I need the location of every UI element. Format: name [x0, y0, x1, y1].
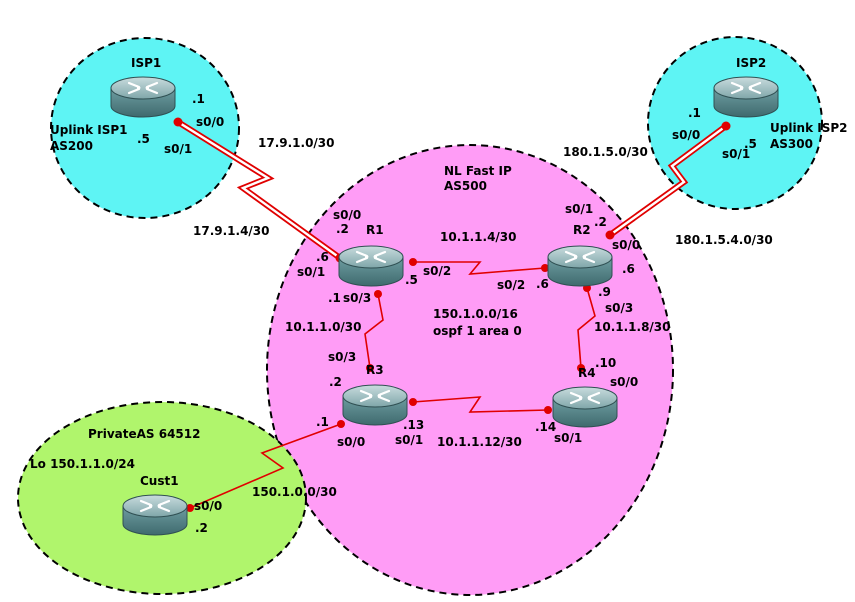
router-r4-label: R4 [578, 366, 596, 380]
router-isp1-icon[interactable] [109, 75, 177, 119]
iface-label: .1 [328, 291, 341, 305]
port-dot [541, 264, 549, 272]
subnet-r2-r4: 10.1.1.8/30 [594, 320, 671, 334]
router-r4-icon[interactable] [551, 385, 619, 429]
link-r3-r4 [412, 396, 549, 413]
iface-label: s0/3 [343, 291, 371, 305]
port-dot [409, 258, 417, 266]
iface-label: .13 [403, 418, 424, 432]
router-isp2-icon[interactable] [712, 75, 780, 119]
router-cust1-label: Cust1 [140, 474, 179, 488]
zone-cust-loopback: Lo 150.1.1.0/24 [30, 457, 135, 471]
iface-label: .2 [594, 215, 607, 229]
subnet-r3-cust1: 150.1.0.0/30 [252, 485, 337, 499]
iface-label: s0/0 [196, 115, 224, 129]
router-r1-label: R1 [366, 223, 384, 237]
router-isp1-label: ISP1 [131, 56, 161, 70]
port-dot [374, 290, 382, 298]
iface-label: .2 [329, 375, 342, 389]
port-dot [544, 406, 552, 414]
iface-label: .6 [536, 277, 549, 291]
iface-label: .1 [316, 415, 329, 429]
router-cust1-icon[interactable] [121, 493, 189, 537]
router-r3-icon[interactable] [341, 383, 409, 427]
iface-label: .2 [336, 222, 349, 236]
port-dot [366, 364, 374, 372]
iface-label: s0/3 [328, 350, 356, 364]
iface-label: s0/1 [722, 147, 750, 161]
iface-label: .5 [744, 137, 757, 151]
iface-label: .10 [595, 356, 616, 370]
iface-label: s0/0 [194, 499, 222, 513]
subnet-isp1-r1-b: 17.9.1.4/30 [193, 224, 270, 238]
router-isp2-label: ISP2 [736, 56, 766, 70]
port-dot [721, 121, 731, 131]
subnet-r1-r3: 10.1.1.0/30 [285, 320, 362, 334]
iface-label: .6 [622, 262, 635, 276]
iface-label: s0/1 [395, 433, 423, 447]
port-dot [605, 230, 615, 240]
subnet-isp2-r2-a: 180.1.5.0/30 [563, 145, 648, 159]
iface-label: s0/0 [610, 375, 638, 389]
zone-core [266, 144, 674, 596]
iface-label: s0/0 [337, 435, 365, 449]
link-isp2-r2-inner [609, 125, 727, 236]
zone-core-ospf: ospf 1 area 0 [433, 324, 522, 338]
zone-isp2 [647, 36, 823, 210]
link-r1-r2 [413, 261, 546, 275]
iface-label: s0/1 [297, 265, 325, 279]
router-r2-label: R2 [573, 223, 591, 237]
iface-label: .6 [316, 250, 329, 264]
port-dot [337, 420, 345, 428]
router-r1-icon[interactable] [337, 244, 405, 288]
port-dot [173, 117, 183, 127]
link-r3-cust1 [189, 423, 342, 509]
zone-isp2-name: Uplink ISP2 [770, 121, 848, 135]
iface-label: s0/1 [554, 431, 582, 445]
zone-core-network: 150.1.0.0/16 [433, 307, 518, 321]
subnet-r3-r4: 10.1.1.12/30 [437, 435, 522, 449]
iface-label: s0/3 [605, 301, 633, 315]
iface-label: s0/0 [612, 238, 640, 252]
router-r2-icon[interactable] [546, 244, 614, 288]
zone-core-as: AS500 [444, 179, 487, 193]
link-r2-r4 [577, 287, 596, 369]
port-dot [186, 504, 194, 512]
iface-label: s0/1 [164, 142, 192, 156]
zone-isp1-name: Uplink ISP1 [50, 123, 128, 137]
iface-label: .9 [598, 285, 611, 299]
iface-label: .2 [195, 521, 208, 535]
zone-cust-name: PrivateAS 64512 [88, 427, 200, 441]
iface-label: .14 [535, 420, 556, 434]
subnet-isp2-r2-b: 180.1.5.4.0/30 [675, 233, 773, 247]
subnet-r1-r2: 10.1.1.4/30 [440, 230, 517, 244]
port-dot [577, 364, 585, 372]
zone-isp1 [50, 37, 240, 219]
iface-label: .5 [405, 273, 418, 287]
link-isp1-r1-inner [177, 120, 341, 259]
subnet-isp1-r1-a: 17.9.1.0/30 [258, 136, 335, 150]
zone-core-name: NL Fast IP [444, 164, 512, 178]
iface-label: s0/2 [423, 264, 451, 278]
iface-label: s0/0 [672, 128, 700, 142]
iface-label: s0/1 [565, 202, 593, 216]
iface-label: .1 [688, 106, 701, 120]
zone-isp1-as: AS200 [50, 139, 93, 153]
iface-label: .5 [137, 132, 150, 146]
iface-label: s0/2 [497, 278, 525, 292]
zone-isp2-as: AS300 [770, 137, 813, 151]
port-dot [409, 398, 417, 406]
router-r3-label: R3 [366, 363, 384, 377]
iface-label: .1 [192, 92, 205, 106]
link-r1-r3 [364, 293, 384, 369]
iface-label: s0/0 [333, 208, 361, 222]
